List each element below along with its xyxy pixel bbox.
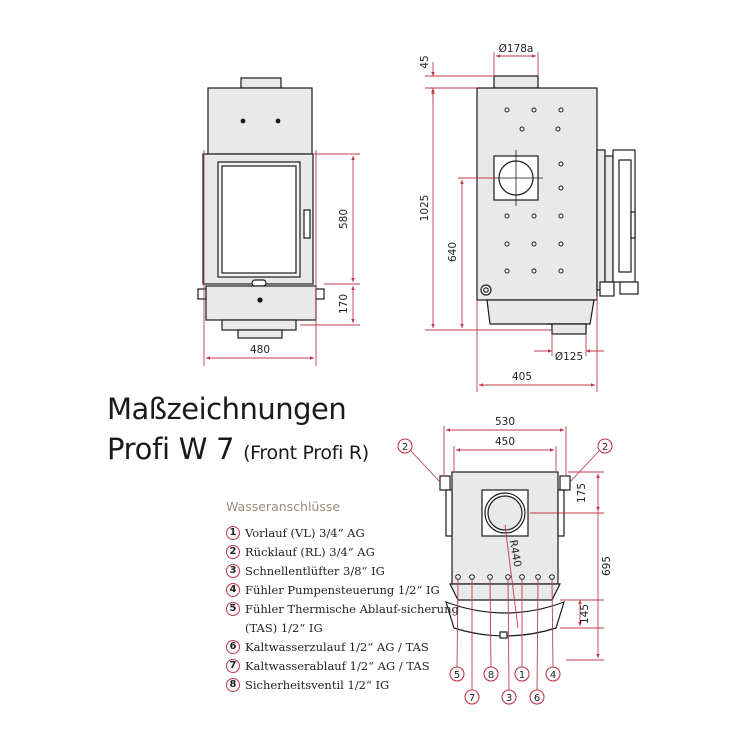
dim-front-bottom-height: 170 — [338, 294, 350, 314]
legend-text: Fühler Thermische Ablauf-sicherung (TAS)… — [245, 602, 459, 635]
dim-top-width-inner: 450 — [495, 436, 515, 448]
dim-top-width-outer: 530 — [495, 416, 515, 428]
legend-item: 7 Kaltwasserablauf 1/2“ AG / TAS — [226, 657, 466, 676]
callout-bottom-6: 6 — [534, 693, 540, 704]
legend-number: 2 — [226, 544, 240, 559]
callout-bottom-8: 8 — [488, 670, 494, 681]
legend-item: 3 Schnellentlüfter 3/8“ IG — [226, 562, 466, 581]
dim-side-flue: Ø178a — [499, 43, 534, 55]
callout-bottom-5: 5 — [454, 670, 460, 681]
callout-labels: 2 2 5 7 8 3 1 6 4 — [402, 442, 608, 704]
legend-number: 5 — [226, 601, 240, 616]
legend-item: 4 Fühler Pumpensteuerung 1/2“ IG — [226, 581, 466, 600]
top-view-ports — [455, 574, 555, 580]
legend-text: Rücklauf (RL) 3/4“ AG — [245, 545, 375, 559]
dimension-labels: 480 580 170 45 Ø178a 1025 640 Ø125 405 5… — [250, 43, 613, 624]
legend-number: 6 — [226, 639, 240, 654]
legend-number: 7 — [226, 658, 240, 673]
callout-bottom-4: 4 — [550, 670, 556, 681]
dim-top-radius: R440 — [507, 539, 524, 568]
callout-circles — [397, 438, 613, 705]
model-subtitle: (Front Profi R) — [243, 442, 369, 464]
water-connections-legend: 1 Vorlauf (VL) 3/4“ AG 2 Rücklauf (RL) 3… — [226, 524, 466, 695]
dim-side-height-640: 640 — [447, 242, 459, 262]
side-view-holes — [504, 107, 564, 274]
top-view-leaders — [410, 450, 600, 691]
callout-bottom-3: 3 — [506, 693, 512, 704]
dim-top-depth-175: 175 — [576, 483, 588, 503]
legend-text: Schnellentlüfter 3/8“ IG — [245, 564, 385, 578]
callout-top-right: 2 — [602, 442, 608, 453]
legend-text: Kaltwasserablauf 1/2“ AG / TAS — [245, 659, 430, 673]
front-view-dimensions — [203, 150, 360, 366]
dim-front-width: 480 — [250, 344, 270, 356]
dim-front-door-height: 580 — [338, 209, 350, 229]
dim-side-bottom-flue: Ø125 — [555, 351, 583, 363]
dim-side-depth: 405 — [512, 371, 532, 383]
side-view — [476, 75, 639, 335]
legend-item: 6 Kaltwasserzulauf 1/2“ AG / TAS — [226, 638, 466, 657]
legend-text: Fühler Pumpensteuerung 1/2“ IG — [245, 583, 440, 597]
legend-text: Kaltwasserzulauf 1/2“ AG / TAS — [245, 640, 429, 654]
front-view — [197, 77, 325, 339]
legend-item: 1 Vorlauf (VL) 3/4“ AG — [226, 524, 466, 543]
dim-side-total-height: 1025 — [419, 195, 431, 222]
legend-text: Vorlauf (VL) 3/4“ AG — [245, 526, 365, 540]
dim-top-depth-695: 695 — [601, 556, 613, 576]
legend-item: 5 Fühler Thermische Ablauf-sicherung (TA… — [226, 600, 466, 638]
callout-top-left: 2 — [402, 442, 408, 453]
callout-bottom-1: 1 — [519, 670, 525, 681]
page-title: Maßzeichnungen — [107, 392, 347, 426]
legend-number: 3 — [226, 563, 240, 578]
legend-item: 8 Sicherheitsventil 1/2“ IG — [226, 676, 466, 695]
legend-heading: Wasseranschlüsse — [226, 499, 341, 514]
model-title: Profi W 7 (Front Profi R) — [107, 432, 369, 466]
legend-number: 8 — [226, 677, 240, 692]
callout-bottom-7: 7 — [469, 693, 475, 704]
model-name: Profi W 7 — [107, 432, 235, 466]
legend-number: 1 — [226, 525, 240, 540]
legend-item: 2 Rücklauf (RL) 3/4“ AG — [226, 543, 466, 562]
dim-top-depth-145: 145 — [579, 604, 591, 624]
legend-text: Sicherheitsventil 1/2“ IG — [245, 678, 390, 692]
legend-number: 4 — [226, 582, 240, 597]
dim-side-top-offset: 45 — [419, 55, 431, 68]
side-view-dimensions — [425, 52, 604, 392]
top-view-dimensions — [443, 426, 604, 661]
